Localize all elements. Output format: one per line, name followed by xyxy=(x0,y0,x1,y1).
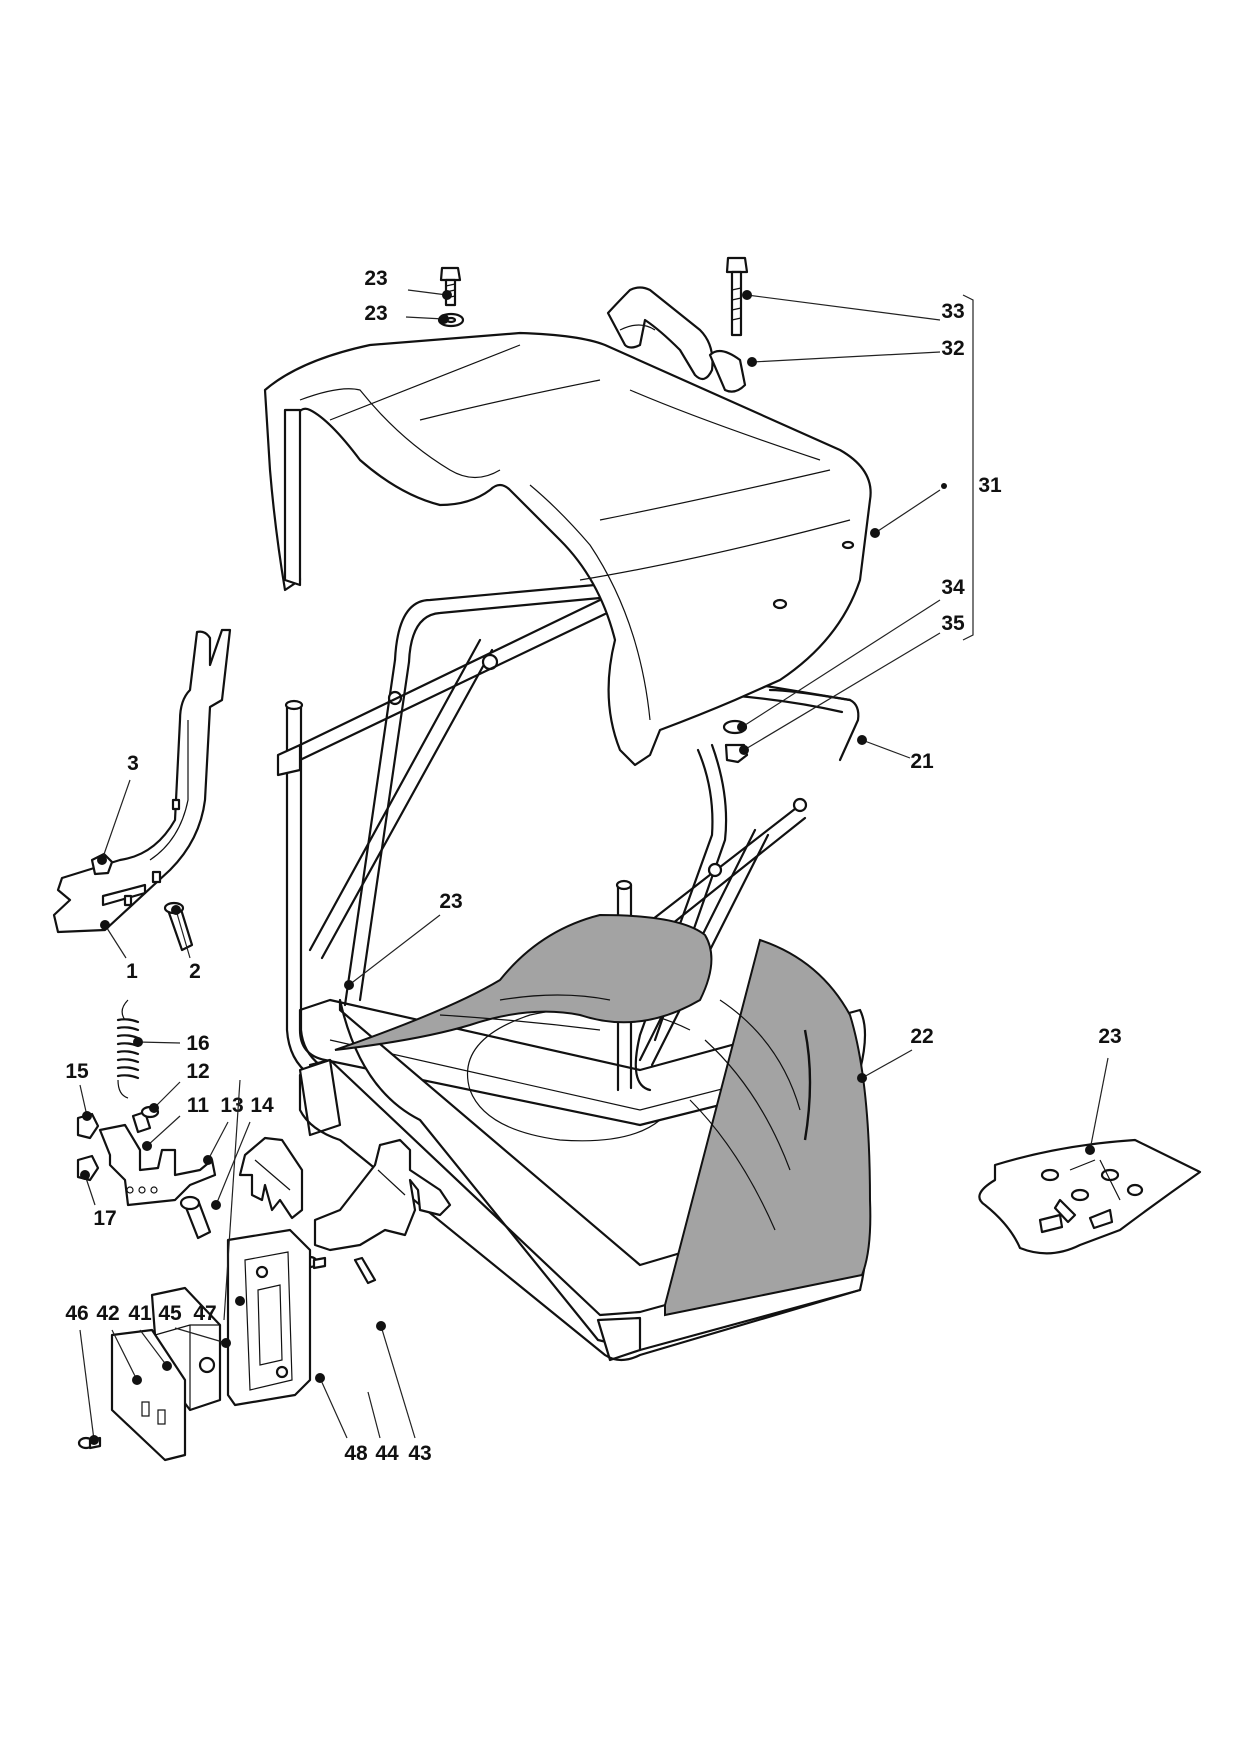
callout-label: 45 xyxy=(158,1302,182,1325)
callout-label: 42 xyxy=(96,1302,119,1325)
callout-label: 17 xyxy=(93,1207,116,1230)
hardware-kit-bag-part-23 xyxy=(978,1138,1202,1255)
bolt-part-33 xyxy=(725,256,749,337)
callout-label: 31 xyxy=(978,474,1002,497)
callout-label: 43 xyxy=(408,1442,431,1465)
lever-plate-part-1 xyxy=(52,628,232,934)
grass-box-cover-part-31 xyxy=(263,331,872,767)
callout-label: 41 xyxy=(128,1302,152,1325)
pin-part-44 xyxy=(353,1256,377,1285)
plate-part-45 xyxy=(226,1228,312,1407)
bracket-part-47 xyxy=(238,1136,304,1220)
callout-label: 23 xyxy=(364,267,387,290)
callout-label: 12 xyxy=(186,1060,209,1083)
callout-label: 11 xyxy=(187,1094,210,1117)
callout-label: 2 xyxy=(189,960,201,983)
callout-label: 21 xyxy=(910,750,934,773)
callout-label: 44 xyxy=(375,1442,399,1465)
callout-label: 14 xyxy=(250,1094,274,1117)
callout-label: 1 xyxy=(126,960,138,983)
hook-part-43 xyxy=(313,1138,452,1252)
callout-label: 47 xyxy=(193,1302,216,1325)
callout-label: 35 xyxy=(941,612,965,635)
callout-label: 46 xyxy=(65,1302,88,1325)
callout-label: 48 xyxy=(344,1442,368,1465)
callout-label: 23 xyxy=(1098,1025,1121,1048)
callout-layer: 23 23 33 32 31 34 35 21 3 xyxy=(65,267,1121,1465)
callout-label: 22 xyxy=(910,1025,933,1048)
callout-label: 32 xyxy=(941,337,964,360)
callout-label: 15 xyxy=(65,1060,89,1083)
bolt-part-14 xyxy=(179,1195,212,1240)
callout-label: 3 xyxy=(127,752,139,775)
top-screw-part-23 xyxy=(439,266,462,307)
callout-label: 13 xyxy=(220,1094,243,1117)
callout-label: 23 xyxy=(439,890,462,913)
latch-bracket-part-11 xyxy=(98,1123,217,1207)
callout-label: 34 xyxy=(941,576,965,599)
handle-part-32 xyxy=(606,286,747,393)
callout-label: 16 xyxy=(186,1032,209,1055)
callout-label: 33 xyxy=(941,300,964,323)
callout-label: 23 xyxy=(364,302,387,325)
spring-part-16 xyxy=(116,999,140,1099)
